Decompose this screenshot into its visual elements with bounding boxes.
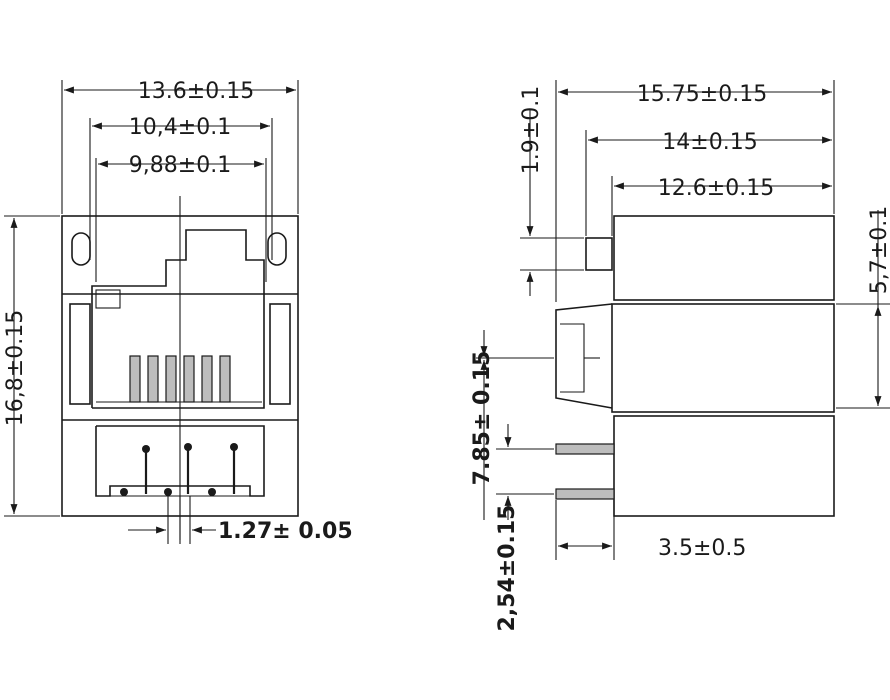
dim-mid-width: 10,4±0.1 — [129, 115, 231, 140]
dim-lead-pitch: 2,54±0.15 — [495, 505, 520, 632]
side-body-bottom — [613, 415, 835, 517]
dim-depth-12-6: 12.6±0.15 — [658, 176, 774, 201]
dim-step-height: 1.9±0.1 — [519, 86, 544, 174]
dim-lead-length: 3.5±0.5 — [658, 536, 746, 561]
side-body-top — [613, 215, 835, 301]
contact-pin — [183, 355, 195, 403]
left-ear-hole — [71, 232, 91, 266]
contact-pin — [219, 355, 231, 403]
lead-pad — [184, 443, 192, 451]
dim-mid-offset: 7.85± 0.15 — [470, 351, 495, 486]
dim-overall-height: 16,8±0.15 — [3, 310, 28, 426]
contact-pin — [165, 355, 177, 403]
dim-top-height: 5,7±0.1 — [867, 206, 890, 294]
lead-pad — [120, 488, 128, 496]
side-view: 15.75±0.15 14±0.15 12.6±0.15 1.9±0.1 5,7… — [470, 80, 890, 632]
dim-overall-depth: 15.75±0.15 — [637, 82, 767, 107]
latch-block — [555, 303, 613, 409]
right-ear-hole — [267, 232, 287, 266]
dim-pin-pitch: 1.27± 0.05 — [218, 519, 353, 544]
side-lead — [555, 488, 615, 500]
dim-depth-14: 14±0.15 — [662, 130, 757, 155]
dim-overall-width: 13.6±0.15 — [138, 79, 254, 104]
lead-pad — [208, 488, 216, 496]
lead-pad — [230, 443, 238, 451]
lead-pad — [164, 488, 172, 496]
contact-pin — [129, 355, 141, 403]
front-view: 13.6±0.15 10,4±0.1 9,88±0.1 16,8±0.15 1.… — [3, 79, 353, 544]
step-block — [585, 237, 613, 271]
jack-opening — [91, 229, 265, 409]
side-lead — [555, 443, 615, 455]
lead-pad — [142, 445, 150, 453]
contact-pin — [201, 355, 213, 403]
dim-inner-width: 9,88±0.1 — [129, 153, 231, 178]
contact-pin — [147, 355, 159, 403]
